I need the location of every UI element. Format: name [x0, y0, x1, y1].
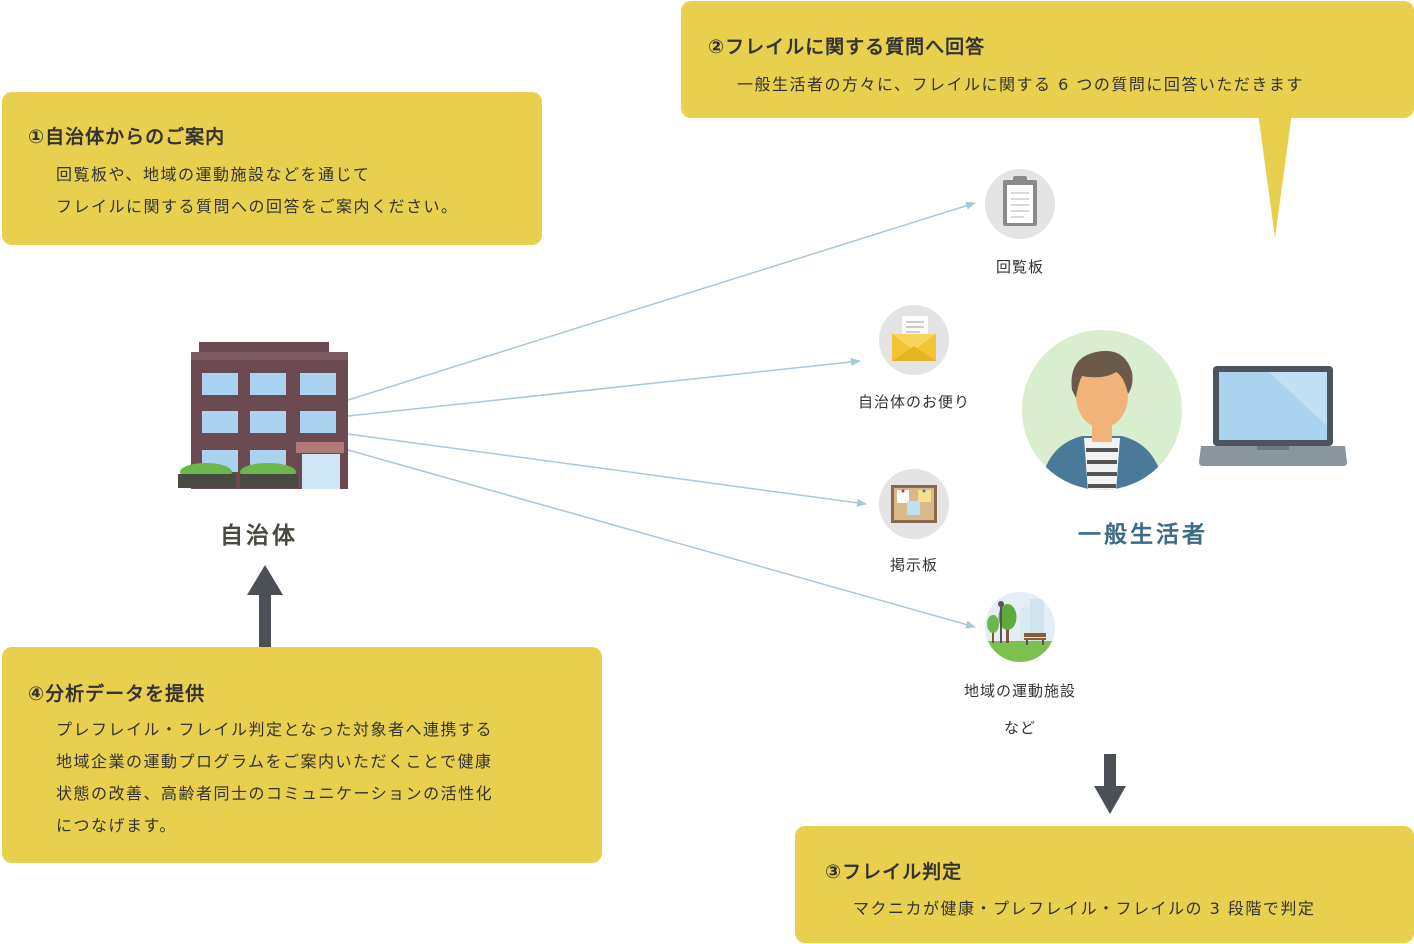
arrow-to-bulletin — [347, 433, 867, 507]
laptop-icon — [1199, 366, 1347, 466]
step4-line2: 地域企業の運動プログラムをご案内いただくことで健康 — [56, 752, 493, 771]
step2-bubble-tail — [1258, 113, 1292, 238]
bulletin-label: 掲示板 — [889, 556, 938, 574]
envelope-icon — [879, 305, 949, 375]
step4-box: ④分析データを提供 プレフレイル・フレイル判定となった対象者へ連携する 地域企業… — [2, 647, 602, 863]
municipality-label: 自治体 — [220, 523, 298, 549]
step1-line1: 回覧板や、地域の運動施設などを通じて — [56, 165, 371, 184]
step3-line1: マクニカが健康・プレフレイル・フレイルの 3 段階で判定 — [853, 899, 1316, 918]
step1-title: ①自治体からのご案内 — [28, 126, 226, 148]
step1-line2: フレイルに関する質問への回答をご案内ください。 — [56, 197, 459, 216]
step4-line4: につなげます。 — [56, 816, 177, 835]
arrow-to-newsletter — [347, 357, 861, 417]
person-avatar-icon — [1022, 330, 1182, 490]
building-icon — [178, 342, 348, 489]
up-arrow-icon — [247, 565, 283, 647]
facility-label-line1: 地域の運動施設 — [963, 682, 1076, 700]
step3-title: ③フレイル判定 — [825, 861, 963, 883]
down-arrow-icon — [1094, 754, 1126, 814]
facility-label-line2: など — [1003, 719, 1036, 737]
step3-box: ③フレイル判定 マクニカが健康・プレフレイル・フレイルの 3 段階で判定 — [795, 826, 1414, 943]
clipboard-icon — [985, 169, 1055, 239]
step2-title: ②フレイルに関する質問へ回答 — [708, 36, 986, 58]
newsletter-label: 自治体のお便り — [857, 393, 970, 411]
corkboard-icon — [879, 469, 949, 539]
park-icon — [985, 592, 1055, 662]
step2-line1: 一般生活者の方々に、フレイルに関する 6 つの質問に回答いただきます — [737, 75, 1304, 94]
arrow-to-kairanban — [347, 201, 976, 401]
step4-line1: プレフレイル・フレイル判定となった対象者へ連携する — [56, 720, 494, 739]
citizen-label: 一般生活者 — [1078, 522, 1208, 548]
kairanban-label: 回覧板 — [995, 258, 1044, 276]
step1-box: ①自治体からのご案内 回覧板や、地域の運動施設などを通じて フレイルに関する質問… — [2, 92, 542, 245]
step2-box: ②フレイルに関する質問へ回答 一般生活者の方々に、フレイルに関する 6 つの質問… — [681, 1, 1414, 118]
step4-title: ④分析データを提供 — [28, 683, 206, 705]
step4-line3: 状態の改善、高齢者同士のコミュニケーションの活性化 — [56, 784, 494, 803]
arrow-to-facility — [347, 449, 976, 629]
